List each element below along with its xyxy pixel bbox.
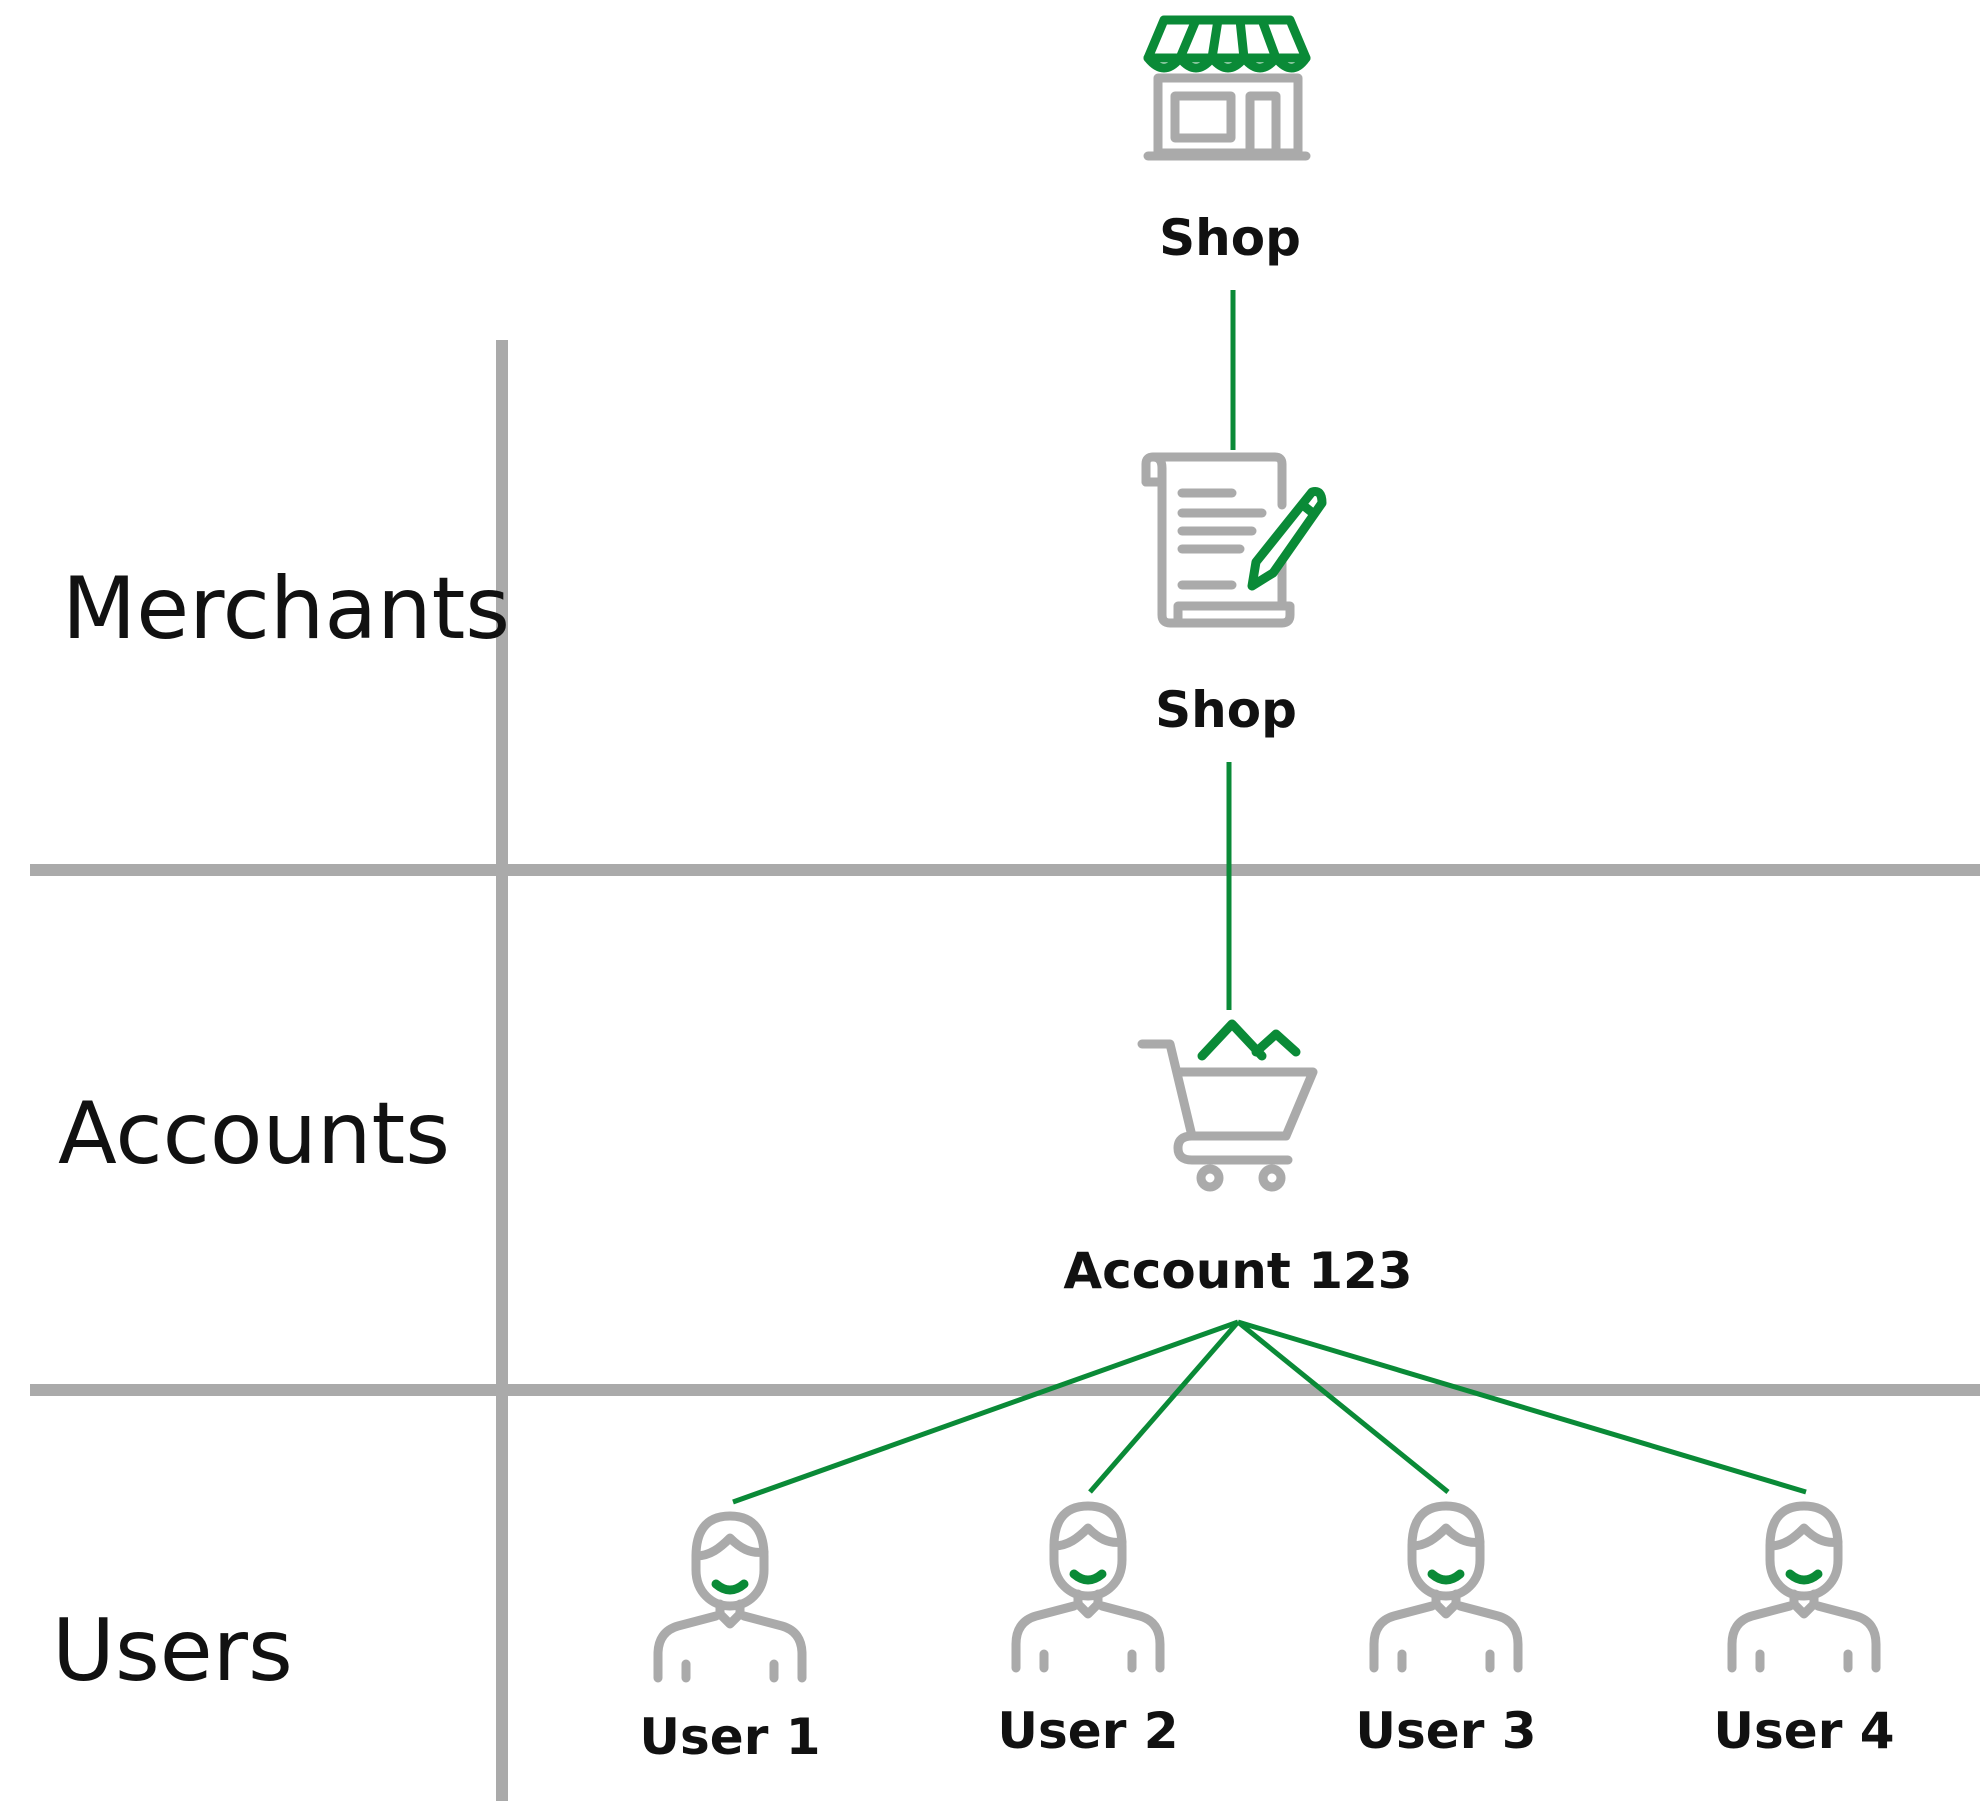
user-icon xyxy=(1016,1506,1160,1668)
user-icon xyxy=(658,1516,802,1678)
user-icon xyxy=(1732,1506,1876,1668)
row-label-merchants: Merchants xyxy=(62,559,510,659)
connector-account-to-user-3 xyxy=(1236,1320,1450,1494)
node-label-user-3: User 3 xyxy=(1355,1702,1536,1760)
row-label-accounts: Accounts xyxy=(58,1084,450,1184)
node-label-shop-top: Shop xyxy=(1159,209,1301,267)
node-label-shop-contract: Shop xyxy=(1155,681,1297,739)
node-label-user-2: User 2 xyxy=(997,1702,1178,1760)
user-2: User 2 xyxy=(997,1506,1179,1760)
connector-account-to-user-2 xyxy=(1088,1320,1240,1494)
connector-account-to-user-1 xyxy=(732,1319,1239,1505)
contract-icon xyxy=(1141,452,1327,628)
user-1: User 1 xyxy=(639,1516,821,1766)
storefront-icon xyxy=(1143,15,1311,161)
user-icon xyxy=(1374,1506,1518,1668)
connector-account-to-user-4 xyxy=(1237,1319,1807,1495)
shopping-cart-icon xyxy=(1137,1019,1318,1192)
user-4: User 4 xyxy=(1713,1506,1895,1760)
row-label-users: Users xyxy=(52,1601,293,1701)
node-label-user-1: User 1 xyxy=(639,1708,820,1766)
node-label-user-4: User 4 xyxy=(1713,1702,1894,1760)
user-3: User 3 xyxy=(1355,1506,1537,1760)
node-label-account: Account 123 xyxy=(1063,1242,1412,1300)
